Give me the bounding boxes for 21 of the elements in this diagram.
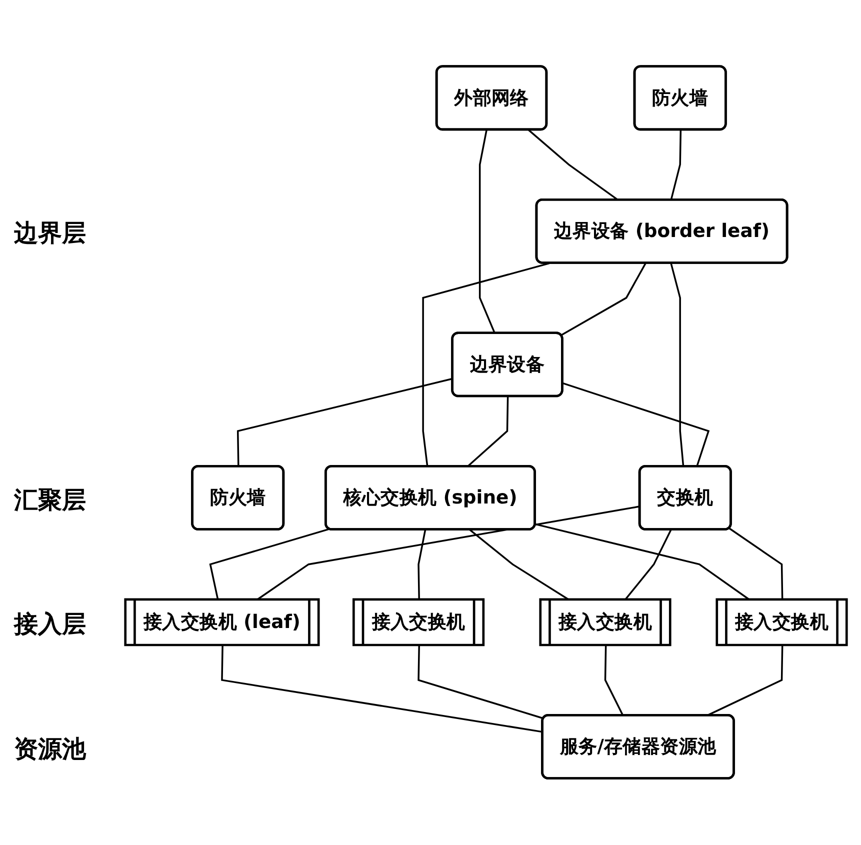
connector: [560, 263, 646, 336]
connector: [236, 378, 453, 467]
connector: [728, 528, 783, 600]
connector: [562, 382, 710, 468]
connector: [534, 524, 750, 601]
connector: [220, 646, 542, 733]
connector: [478, 130, 496, 334]
connector: [670, 263, 684, 467]
connector: [422, 262, 550, 468]
layer-label: 边界层: [14, 218, 86, 250]
connector: [417, 530, 426, 600]
connector: [604, 646, 624, 716]
connector: [670, 130, 682, 201]
layer-label: 汇聚层: [14, 484, 86, 516]
connector: [208, 528, 329, 600]
connector: [624, 530, 672, 601]
connector: [468, 529, 570, 601]
layer-label: 资源池: [14, 734, 86, 765]
connector: [417, 646, 544, 720]
layer-label: 接入层: [14, 609, 86, 640]
connector: [256, 506, 640, 601]
